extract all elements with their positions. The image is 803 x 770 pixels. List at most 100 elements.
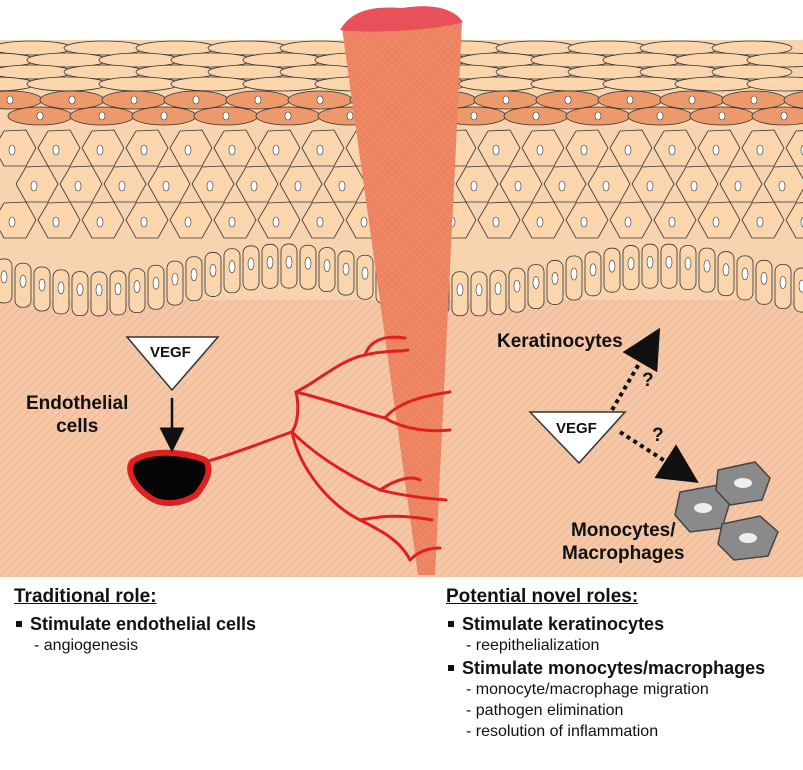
basal-nucleus (77, 284, 83, 296)
granular-nucleus (751, 96, 757, 104)
spinous-nucleus (251, 181, 257, 191)
basal-nucleus (305, 257, 311, 269)
novel-bullet-macrophages: Stimulate monocytes/macrophages (446, 658, 765, 679)
basal-nucleus (134, 281, 140, 293)
granular-nucleus (595, 112, 601, 120)
basal-nucleus (172, 273, 178, 285)
spinous-nucleus (141, 217, 147, 227)
spinous-nucleus (97, 145, 103, 155)
granular-nucleus (223, 112, 229, 120)
basal-nucleus (799, 280, 803, 292)
traditional-role-panel: Traditional role: Stimulate endothelial … (14, 586, 256, 658)
granular-nucleus (131, 96, 137, 104)
basal-nucleus (666, 256, 672, 268)
basal-nucleus (229, 261, 235, 273)
granular-nucleus (193, 96, 199, 104)
novel-sub-pathogen: - pathogen elimination (446, 702, 765, 720)
spinous-nucleus (207, 181, 213, 191)
spinous-nucleus (317, 217, 323, 227)
basal-nucleus (628, 258, 634, 270)
spinous-nucleus (735, 181, 741, 191)
basal-nucleus (286, 256, 292, 268)
spinous-nucleus (757, 217, 763, 227)
basal-nucleus (210, 264, 216, 276)
basal-nucleus (704, 260, 710, 272)
basal-nucleus (248, 258, 254, 270)
spinous-nucleus (141, 145, 147, 155)
basal-nucleus (571, 268, 577, 280)
novel-sub-migration: - monocyte/macrophage migration (446, 681, 765, 699)
basal-nucleus (647, 256, 653, 268)
basal-nucleus (1, 271, 7, 283)
corneum-cell (171, 77, 251, 91)
spinous-nucleus (713, 217, 719, 227)
spinous-nucleus (537, 145, 543, 155)
corneum-cell (603, 77, 683, 91)
spinous-nucleus (515, 181, 521, 191)
spinous-nucleus (581, 217, 587, 227)
corneum-cell (531, 77, 611, 91)
spinous-nucleus (559, 181, 565, 191)
basal-nucleus (495, 283, 501, 295)
granular-nucleus (503, 96, 509, 104)
basal-nucleus (609, 260, 615, 272)
spinous-nucleus (119, 181, 125, 191)
endothelial-label: Endothelial cells (26, 392, 128, 438)
basal-nucleus (39, 279, 45, 291)
basal-nucleus (20, 275, 26, 287)
question-mark-keratinocytes: ? (642, 370, 654, 392)
spinous-nucleus (691, 181, 697, 191)
granular-nucleus (7, 96, 13, 104)
spinous-nucleus (9, 217, 15, 227)
granular-nucleus (565, 96, 571, 104)
granular-nucleus (627, 96, 633, 104)
corneum-cell (459, 77, 539, 91)
corneum-cell (675, 77, 755, 91)
basal-nucleus (153, 277, 159, 289)
basal-nucleus (457, 284, 463, 296)
traditional-sub: - angiogenesis (14, 637, 256, 655)
granular-nucleus (255, 96, 261, 104)
corneum-cell (27, 77, 107, 91)
granular-nucleus (161, 112, 167, 120)
spinous-nucleus (53, 145, 59, 155)
spinous-nucleus (273, 217, 279, 227)
spinous-nucleus (75, 181, 81, 191)
spinous-nucleus (625, 145, 631, 155)
granular-nucleus (657, 112, 663, 120)
spinous-nucleus (669, 217, 675, 227)
spinous-nucleus (757, 145, 763, 155)
granular-nucleus (719, 112, 725, 120)
granular-nucleus (689, 96, 695, 104)
basal-nucleus (533, 277, 539, 289)
basal-nucleus (685, 258, 691, 270)
wound-healing-diagram (0, 0, 803, 577)
novel-sub-reepithelialization: - reepithelialization (446, 637, 765, 655)
novel-bullet-keratinocytes: Stimulate keratinocytes (446, 614, 765, 635)
spinous-nucleus (581, 145, 587, 155)
granular-nucleus (69, 96, 75, 104)
spinous-nucleus (713, 145, 719, 155)
monocytes-label: Monocytes/ Macrophages (562, 519, 684, 565)
spinous-nucleus (493, 145, 499, 155)
basal-nucleus (324, 260, 330, 272)
granular-nucleus (285, 112, 291, 120)
novel-roles-heading: Potential novel roles: (446, 586, 765, 608)
vegf-label-right: VEGF (556, 420, 597, 437)
basal-nucleus (362, 267, 368, 279)
granular-nucleus (317, 96, 323, 104)
spinous-nucleus (339, 181, 345, 191)
basal-nucleus (476, 284, 482, 296)
spinous-nucleus (185, 145, 191, 155)
basal-nucleus (590, 264, 596, 276)
spinous-nucleus (361, 217, 367, 227)
spinous-nucleus (537, 217, 543, 227)
basal-nucleus (742, 268, 748, 280)
basal-nucleus (58, 282, 64, 294)
spinous-nucleus (229, 145, 235, 155)
basal-nucleus (267, 256, 273, 268)
granular-nucleus (37, 112, 43, 120)
spinous-nucleus (97, 217, 103, 227)
basal-nucleus (343, 263, 349, 275)
basal-nucleus (723, 264, 729, 276)
